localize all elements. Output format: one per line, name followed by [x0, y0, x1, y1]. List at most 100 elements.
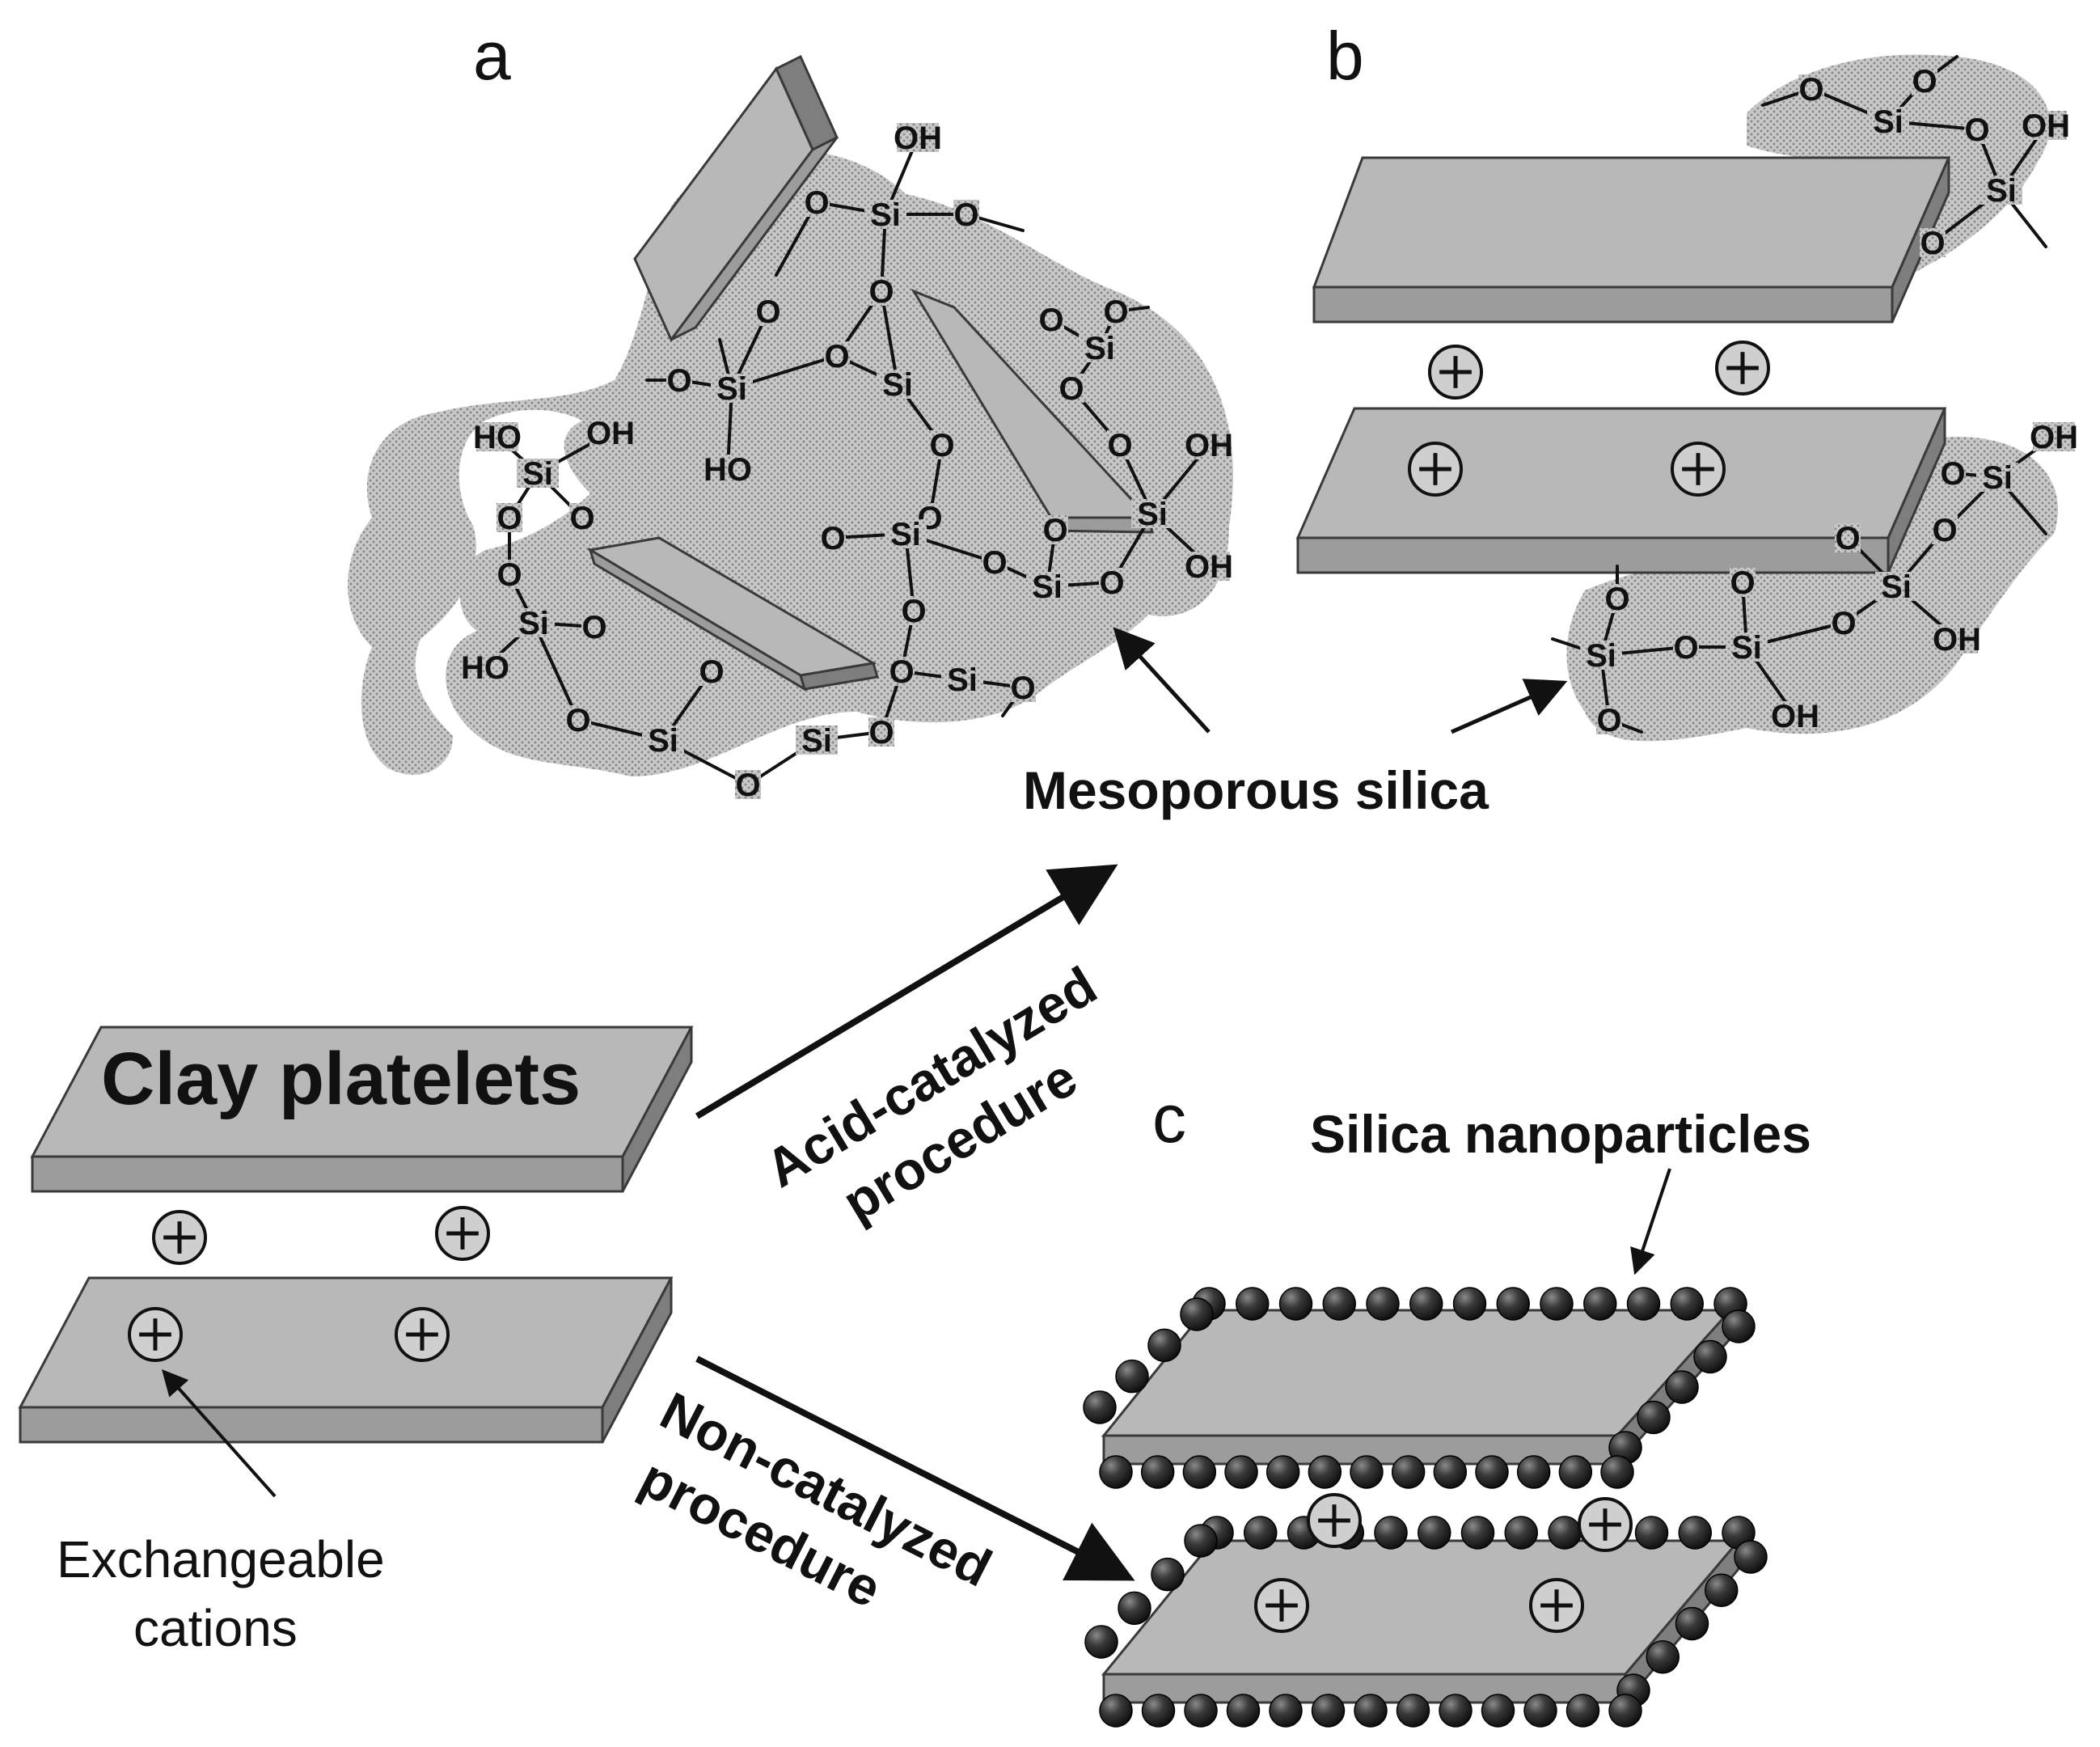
silica-nanoparticle	[1637, 1400, 1671, 1435]
atom-backdrop	[1920, 228, 1946, 257]
oxygen-atom: O	[1835, 521, 1860, 556]
hydroxyl-group: HO	[461, 650, 509, 686]
silica-nanoparticle	[1147, 1328, 1181, 1363]
atom-backdrop	[569, 503, 595, 532]
atom-backdrop	[982, 548, 1008, 577]
oxygen-atom: O	[565, 703, 590, 738]
silica-nanoparticle	[1278, 1287, 1313, 1321]
silica-nanoparticle	[1665, 1370, 1699, 1404]
panel-c-cations	[1254, 1493, 1633, 1633]
atom-backdrop	[755, 297, 781, 326]
atom-backdrop	[699, 657, 725, 686]
silica-nanoparticle	[1311, 1694, 1346, 1728]
hydroxyl-group: OH	[2022, 108, 2070, 144]
cation-icon	[435, 1206, 490, 1261]
oxygen-atom: O	[1673, 630, 1698, 666]
atom-backdrop	[2025, 111, 2067, 140]
silica-nanoparticle	[1439, 1694, 1473, 1728]
silica-nanoparticle	[1516, 1455, 1551, 1489]
oxygen-atom: O	[868, 715, 894, 751]
hydroxyl-group: HO	[704, 452, 752, 488]
silica-nanoparticle	[1734, 1540, 1768, 1574]
atom-backdrop	[929, 430, 955, 459]
oxygen-atom: O	[496, 557, 522, 593]
atom-backdrop	[1726, 632, 1768, 662]
atom-backdrop	[1026, 572, 1068, 601]
atom-backdrop	[877, 370, 919, 399]
silica-nanoparticles-label: Silica nanoparticles	[1310, 1104, 1811, 1164]
silica-nanoparticle	[1646, 1640, 1680, 1674]
cation-icon	[1254, 1578, 1309, 1633]
silica-nanoparticle	[1558, 1455, 1593, 1489]
hydroxyl-group: OH	[1185, 549, 1233, 585]
atom-backdrop	[711, 374, 753, 403]
panel-a-silica-region	[348, 150, 1233, 776]
atom-backdrop	[1964, 115, 1990, 144]
panel-a-plate-1	[633, 54, 839, 342]
oxygen-atom: O	[1058, 371, 1084, 407]
silicon-atom: Si	[1873, 104, 1904, 140]
atom-backdrop	[1730, 568, 1756, 597]
acid-label: Acid-catalyzed procedure	[755, 955, 1106, 1233]
atom-backdrop	[1835, 523, 1861, 552]
atom-backdrop	[901, 596, 927, 625]
silica-nanoparticle	[1565, 1694, 1600, 1728]
cation-icon	[1307, 1493, 1362, 1548]
oxygen-atom: O	[1940, 456, 1965, 492]
nanoparticles-arrow	[1630, 1168, 1671, 1275]
silica-nanoparticle	[1244, 1516, 1278, 1550]
silica-nanoparticle	[1391, 1455, 1426, 1489]
panel-letter-a: a	[473, 18, 511, 94]
oxygen-atom: O	[735, 768, 760, 803]
silicon-atom: Si	[1137, 497, 1168, 532]
atom-backdrop	[1932, 515, 1958, 544]
silica-nanoparticle	[1452, 1287, 1487, 1321]
silica-nanoparticle	[1083, 1390, 1117, 1424]
silica-nanoparticle	[1084, 1625, 1118, 1659]
silica-nanoparticle	[1626, 1287, 1661, 1321]
atom-backdrop	[666, 366, 692, 395]
atom-backdrop	[589, 418, 632, 447]
atom-backdrop	[2033, 422, 2075, 451]
silica-nanoparticle	[1099, 1694, 1133, 1728]
oxygen-atom: O	[1831, 606, 1856, 641]
atom-backdrop	[1596, 705, 1622, 734]
silica-nanoparticle	[1151, 1557, 1185, 1592]
atom-backdrop	[1875, 572, 1917, 601]
silica-nanoparticle	[1182, 1455, 1217, 1489]
oxygen-atom: O	[868, 274, 894, 310]
oxygen-atom: O	[1038, 302, 1063, 338]
silica-nanoparticle	[1678, 1516, 1712, 1550]
silicon-atom: Si	[1084, 331, 1115, 366]
silicon-atom: Si	[518, 606, 549, 641]
oxygen-atom: O	[496, 501, 522, 536]
atom-backdrop	[1912, 66, 1937, 95]
silica-nanoparticle	[1184, 1524, 1218, 1558]
silica-nanoparticle	[1115, 1359, 1149, 1394]
atom-backdrop	[464, 653, 506, 682]
atom-backdrop	[1058, 374, 1084, 403]
atom-backdrop	[1079, 333, 1121, 362]
atom-backdrop	[824, 341, 850, 370]
cation-icon	[1578, 1497, 1633, 1552]
oxygen-atom: O	[699, 654, 724, 690]
silica-nanoparticle	[1180, 1297, 1214, 1331]
silica-nanoparticle	[1670, 1287, 1704, 1321]
atom-backdrop	[868, 717, 894, 747]
exchangeable-arrow	[162, 1369, 277, 1498]
atom-backdrop	[941, 665, 983, 694]
atom-backdrop	[1131, 499, 1173, 528]
silica-nanoparticle	[1322, 1287, 1356, 1321]
hydroxyl-group: OH	[894, 121, 942, 156]
cation-icon	[395, 1307, 450, 1362]
silicon-atom: Si	[890, 517, 921, 552]
oxygen-atom: O	[1932, 513, 1957, 548]
bond	[532, 621, 580, 721]
atom-backdrop	[1103, 297, 1129, 326]
panel-b-plate-bottom	[1295, 407, 1947, 574]
silicon-atom: Si	[801, 723, 832, 759]
silica-nanoparticle	[1396, 1694, 1430, 1728]
panel-a-plate-3	[586, 536, 879, 692]
atom-backdrop	[885, 519, 927, 548]
